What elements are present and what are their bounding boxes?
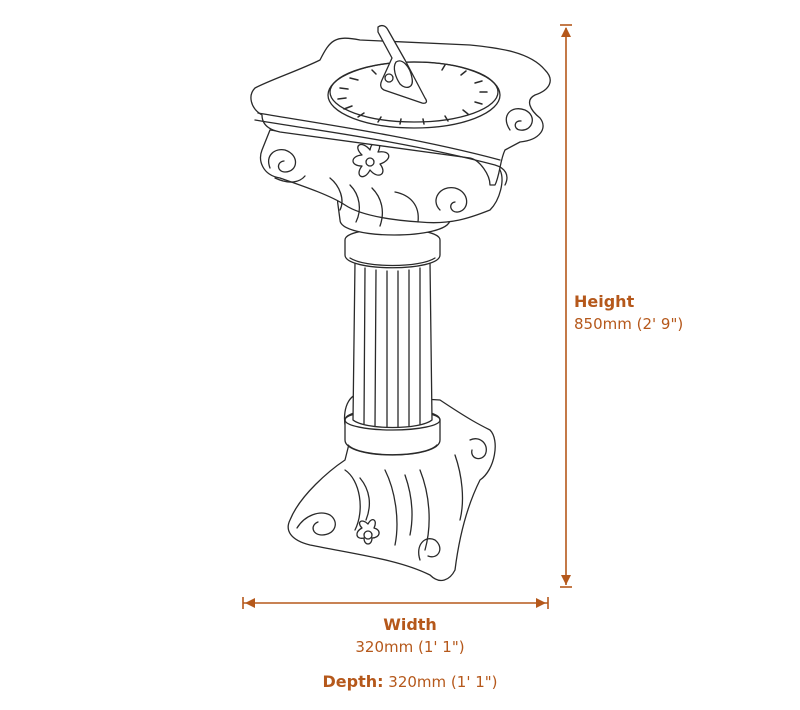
width-dimension-line — [242, 597, 549, 609]
depth-value: 320mm (1' 1") — [388, 673, 498, 691]
height-dimension-line — [560, 24, 572, 588]
width-value: 320mm (1' 1") — [355, 638, 465, 656]
height-value: 850mm (2' 9") — [574, 315, 684, 333]
capital — [259, 129, 503, 227]
pedestal-base — [287, 394, 496, 582]
width-title: Width — [383, 615, 437, 634]
depth-dimension-label: Depth: 320mm (1' 1") — [300, 672, 520, 691]
height-title: Height — [574, 292, 635, 311]
depth-title: Depth: — [322, 672, 384, 691]
height-dimension-label: Height 850mm (2' 9") — [574, 290, 683, 336]
width-dimension-label: Width 320mm (1' 1") — [300, 614, 520, 658]
fluted-column — [352, 261, 433, 429]
sundial-gnomon — [377, 24, 428, 104]
